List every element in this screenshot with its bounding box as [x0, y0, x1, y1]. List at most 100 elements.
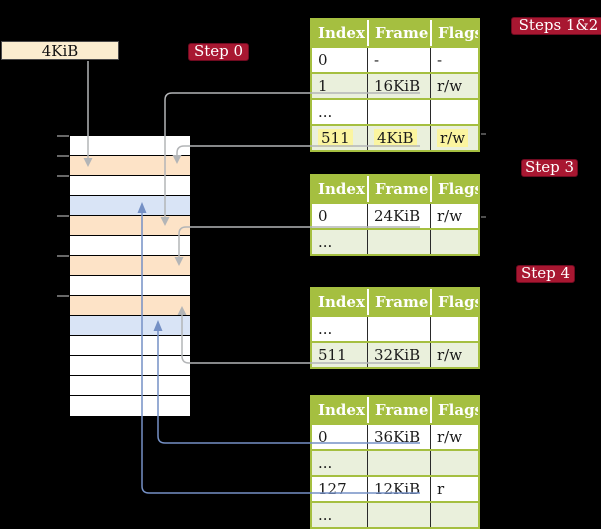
column-header: Frame	[367, 20, 430, 46]
table-header-row: IndexFrameFlags	[312, 289, 478, 315]
table-cell: 4KiB	[367, 126, 430, 150]
table-cell: ...	[318, 103, 333, 121]
table-cell: 0	[318, 428, 328, 446]
arrowhead-icon	[172, 155, 182, 164]
memory-frame-row	[70, 356, 190, 376]
column-header: Index	[318, 293, 365, 311]
memory-frame-row	[70, 336, 190, 356]
table-cell: ...	[318, 320, 333, 338]
arrowhead-icon	[177, 306, 187, 315]
table-cell: -	[367, 48, 430, 72]
memory-frame-row	[70, 296, 190, 316]
column-header: Frame	[367, 289, 430, 315]
table-cell: 0	[318, 51, 328, 69]
column-header: Flags	[430, 176, 478, 202]
line-stub	[481, 216, 486, 218]
memory-frame-row	[70, 256, 190, 276]
table-cell	[367, 451, 430, 475]
memory-column	[69, 135, 191, 417]
table-row: ...	[312, 315, 478, 341]
memory-frame-row	[70, 236, 190, 256]
arrowhead-icon	[137, 202, 147, 213]
table-cell: ...	[318, 506, 333, 524]
table-header-row: IndexFrameFlags	[312, 397, 478, 423]
highlighted-value: 4KiB	[374, 129, 417, 147]
memory-frame-row	[70, 216, 190, 236]
table-cell	[430, 230, 478, 254]
step-badge: Step 4	[516, 265, 575, 283]
step-badge: Step 3	[521, 159, 578, 177]
table-cell: ...	[318, 454, 333, 472]
memory-frame-row	[70, 376, 190, 396]
table-cell: 36KiB	[367, 425, 430, 449]
column-header: Index	[318, 401, 365, 419]
table-cell: 0	[318, 207, 328, 225]
table-header-row: IndexFrameFlags	[312, 176, 478, 202]
page-table-step-3: IndexFrameFlags 0 24KiBr/w...	[310, 174, 480, 256]
table-cell	[367, 230, 430, 254]
arrowhead-icon	[174, 257, 184, 266]
memory-frame-row	[70, 276, 190, 296]
table-cell	[367, 503, 430, 527]
memory-frame-row	[70, 136, 190, 156]
column-header: Index	[318, 24, 365, 42]
table-row: 0 --	[312, 46, 478, 72]
table-cell: r	[430, 477, 478, 501]
column-header: Flags	[430, 397, 478, 423]
table-cell	[430, 100, 478, 124]
table-cell: -	[430, 48, 478, 72]
memory-frame-row	[70, 196, 190, 216]
table-cell: r/w	[430, 126, 478, 150]
table-cell	[430, 503, 478, 527]
table-row: ...	[312, 98, 478, 124]
arrowhead-icon	[83, 158, 93, 167]
table-cell: r/w	[430, 343, 478, 367]
table-cell	[430, 451, 478, 475]
table-row: ...	[312, 501, 478, 527]
column-header: Frame	[367, 397, 430, 423]
memory-frame-row	[70, 156, 190, 176]
step-badge: Step 0	[188, 43, 249, 61]
column-header: Flags	[430, 289, 478, 315]
arrow-entry-511-to-frame-4kib	[176, 145, 420, 155]
table-cell	[367, 317, 430, 341]
table-cell: 511	[312, 126, 367, 150]
table-cell	[430, 317, 478, 341]
arrow-entry-127-to-frame-12kib	[141, 213, 420, 494]
table-row: ...	[312, 228, 478, 254]
table-cell: ...	[318, 233, 333, 251]
table-cell	[367, 100, 430, 124]
table-cell: r/w	[430, 204, 478, 228]
table-cell: r/w	[430, 74, 478, 98]
column-header: Flags	[430, 20, 478, 46]
highlighted-value: r/w	[437, 129, 469, 147]
table-row: ...	[312, 449, 478, 475]
arrowhead-icon	[160, 217, 170, 226]
table-cell: 24KiB	[367, 204, 430, 228]
arrow-entry-0-to-frame-36kib	[157, 331, 420, 444]
arrow-entry-511-to-frame-32kib	[181, 315, 420, 364]
highlighted-value: 511	[318, 129, 353, 147]
table-cell: r/w	[430, 425, 478, 449]
column-header: Frame	[367, 176, 430, 202]
arrow-entry-0-to-frame-24kib	[178, 226, 420, 257]
frame-size-box: 4KiB	[1, 41, 119, 60]
memory-frame-row	[70, 396, 190, 416]
frame-size-label: 4KiB	[41, 41, 79, 60]
table-header-row: IndexFrameFlags	[312, 20, 478, 46]
arrowhead-icon	[153, 320, 163, 331]
column-header: Index	[318, 180, 365, 198]
arrow-entry-1-to-frame-16kib	[164, 92, 420, 217]
line-stub	[481, 133, 486, 135]
table-cell: 16KiB	[367, 74, 430, 98]
step-badge: Steps 1&2	[511, 17, 601, 35]
table-cell: 1	[318, 77, 328, 95]
table-cell: 32KiB	[367, 343, 430, 367]
memory-frame-row	[70, 176, 190, 196]
